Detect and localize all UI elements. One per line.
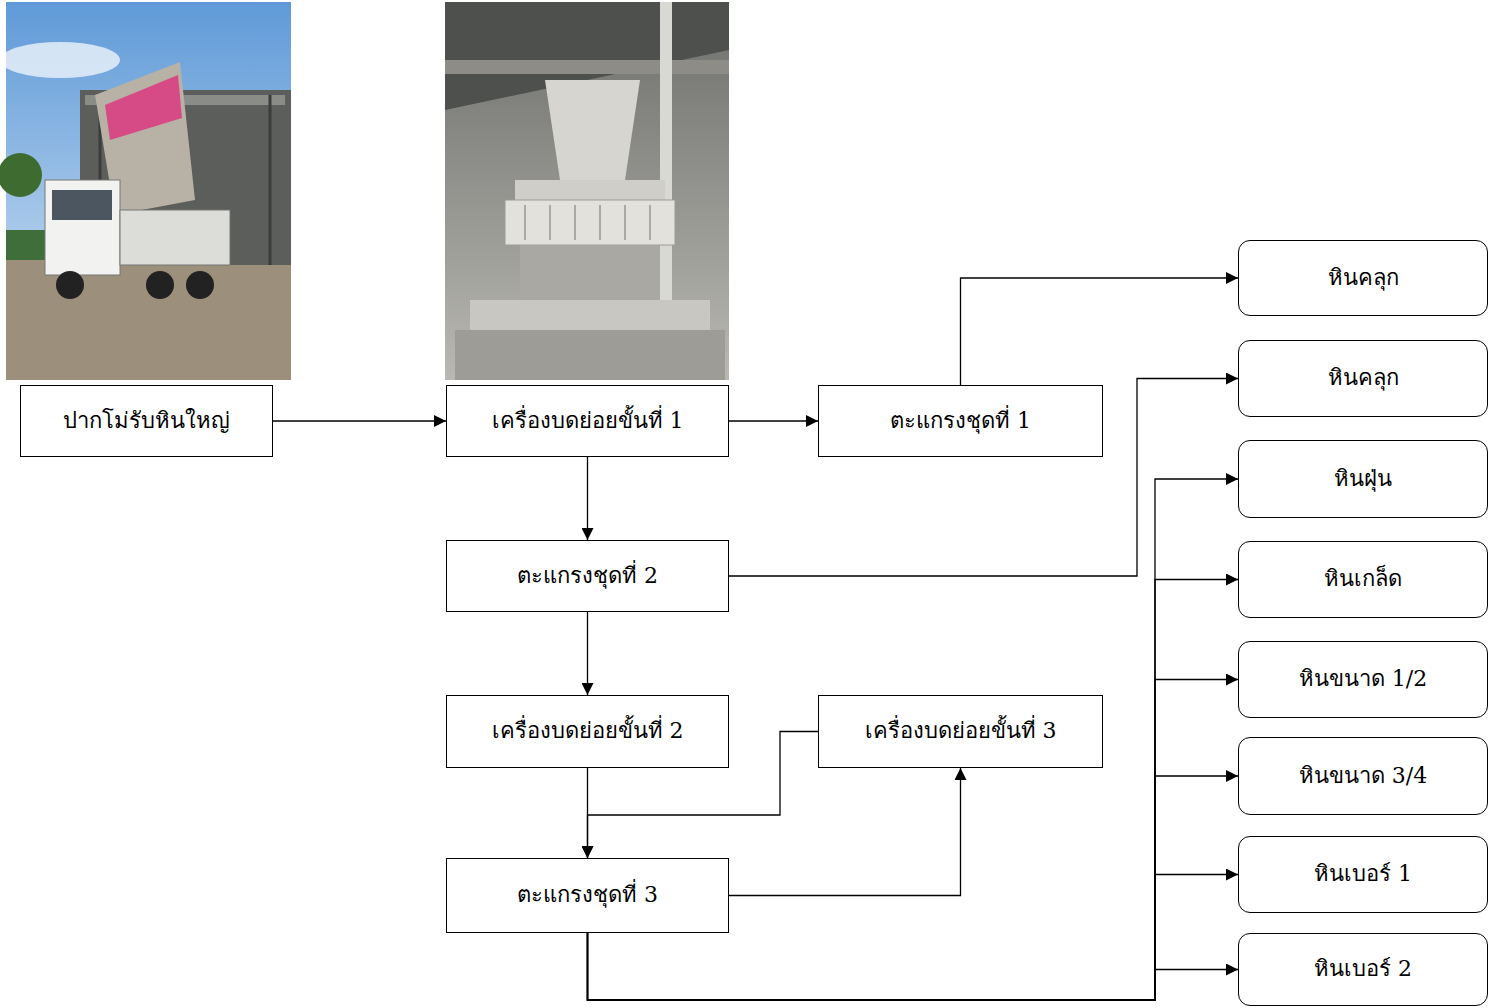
product-box: หินเบอร์ 1 bbox=[1238, 836, 1488, 913]
flow-arrow bbox=[961, 278, 1239, 385]
flow-arrow bbox=[729, 768, 961, 896]
node-label: หินเบอร์ 1 bbox=[1314, 861, 1412, 887]
flow-arrow bbox=[588, 580, 1239, 1001]
node-label: หินเกล็ด bbox=[1324, 566, 1402, 592]
process-box: ตะแกรงชุดที่ 1 bbox=[818, 385, 1103, 457]
product-box: หินคลุก bbox=[1238, 240, 1488, 316]
node-label: เครื่องบดย่อยขั้นที่ 1 bbox=[492, 408, 684, 434]
flow-arrow bbox=[587, 612, 588, 695]
process-box: ตะแกรงชุดที่ 3 bbox=[446, 858, 729, 933]
flow-arrow bbox=[729, 379, 1238, 577]
node-label: หินขนาด 3/4 bbox=[1299, 763, 1427, 789]
flow-arrow bbox=[273, 420, 446, 421]
process-box: เครื่องบดย่อยขั้นที่ 3 bbox=[818, 695, 1103, 768]
product-box: หินขนาด 1/2 bbox=[1238, 641, 1488, 718]
node-label: ตะแกรงชุดที่ 2 bbox=[517, 563, 658, 589]
product-box: หินคลุก bbox=[1238, 340, 1488, 417]
product-box: หินฝุ่น bbox=[1238, 440, 1488, 518]
node-label: ตะแกรงชุดที่ 3 bbox=[517, 882, 658, 908]
input-box: ปากโม่รับหินใหญ่ bbox=[20, 385, 273, 457]
node-label: หินฝุ่น bbox=[1334, 466, 1392, 492]
crusher-photo bbox=[445, 2, 729, 380]
process-box: ตะแกรงชุดที่ 2 bbox=[446, 540, 729, 612]
node-label: หินคลุก bbox=[1328, 365, 1399, 391]
node-label: เครื่องบดย่อยขั้นที่ 3 bbox=[865, 718, 1057, 744]
flow-arrow bbox=[729, 420, 818, 421]
node-label: หินขนาด 1/2 bbox=[1299, 666, 1427, 692]
process-box: เครื่องบดย่อยขั้นที่ 1 bbox=[446, 385, 729, 457]
product-box: หินเบอร์ 2 bbox=[1238, 933, 1488, 1006]
truck-photo bbox=[0, 2, 291, 380]
process-box: เครื่องบดย่อยขั้นที่ 2 bbox=[446, 695, 729, 768]
node-label: หินเบอร์ 2 bbox=[1314, 956, 1412, 982]
product-box: หินเกล็ด bbox=[1238, 541, 1488, 618]
flow-arrow bbox=[587, 457, 588, 540]
product-box: หินขนาด 3/4 bbox=[1238, 737, 1488, 815]
node-label: ปากโม่รับหินใหญ่ bbox=[63, 408, 230, 434]
node-label: ตะแกรงชุดที่ 1 bbox=[890, 408, 1031, 434]
node-label: หินคลุก bbox=[1328, 265, 1399, 291]
flow-arrow bbox=[588, 933, 1239, 1000]
node-label: เครื่องบดย่อยขั้นที่ 2 bbox=[492, 718, 684, 744]
